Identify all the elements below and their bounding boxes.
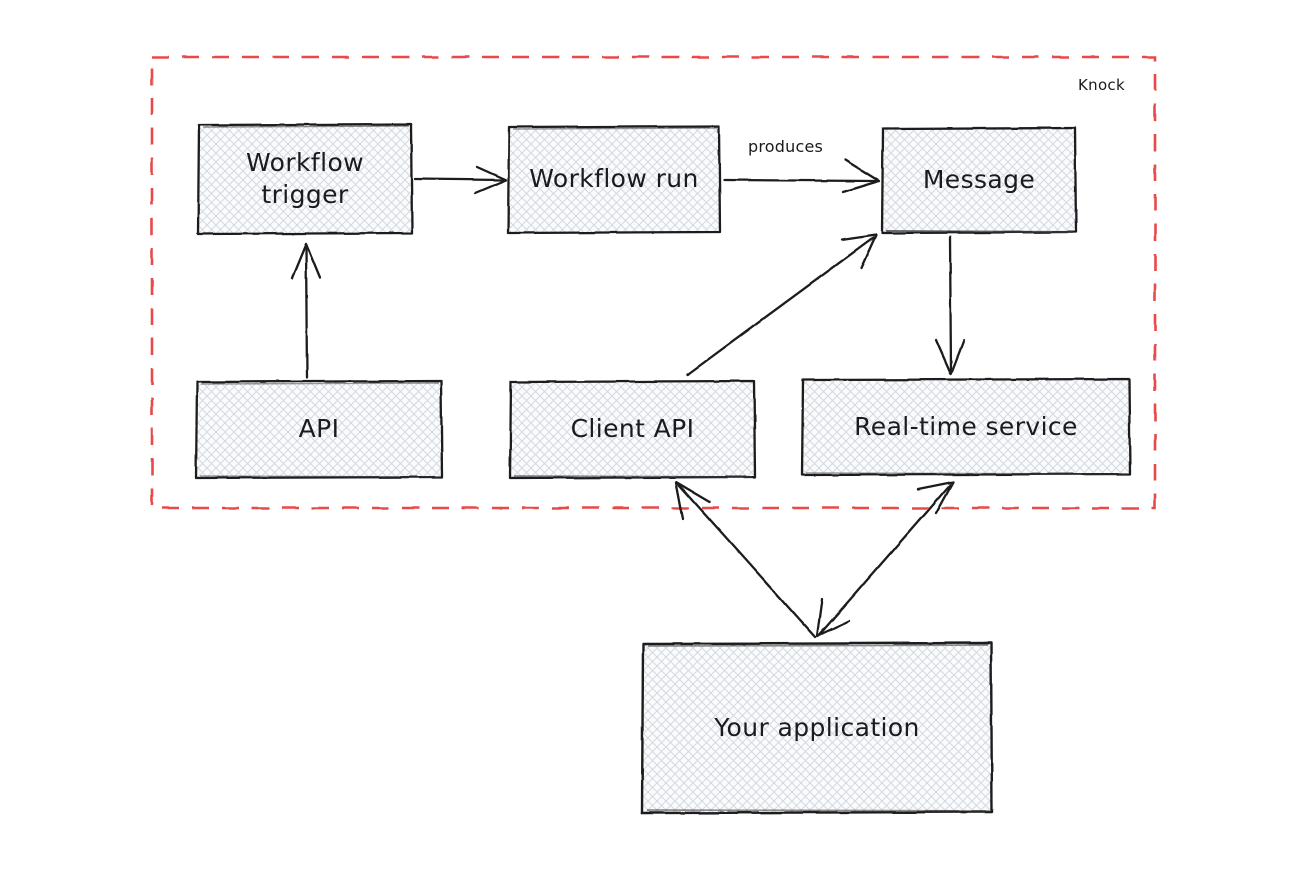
boundary-label: Knock [1078, 76, 1125, 94]
node-api[interactable] [194, 379, 444, 480]
edge-api-to-trigger [290, 242, 322, 380]
edge-trigger-to-run [413, 165, 508, 195]
node-message[interactable] [880, 126, 1078, 235]
edge-app-to-clientapi [674, 480, 817, 639]
edge-label-produces: produces [748, 137, 824, 156]
node-client-api[interactable] [508, 379, 757, 480]
node-realtime-service[interactable] [800, 377, 1132, 477]
node-workflow-trigger[interactable] [196, 122, 414, 236]
node-workflow-run[interactable] [506, 124, 722, 235]
node-your-application[interactable] [640, 641, 994, 815]
edge-realtime-to-app [815, 480, 955, 638]
edge-clientapi-to-message [685, 233, 878, 377]
knock-boundary [150, 55, 1157, 510]
edge-run-to-message [722, 158, 881, 194]
edge-message-to-realtime [934, 235, 966, 376]
